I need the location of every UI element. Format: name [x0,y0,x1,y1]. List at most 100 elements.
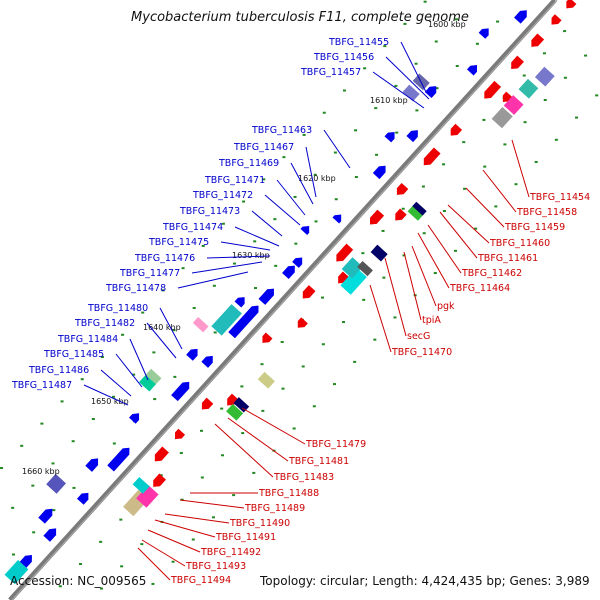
tick-mark [421,185,425,188]
gene-feature [138,374,157,392]
gene-feature [228,305,259,339]
tick-mark [494,205,498,208]
tick-mark [11,506,15,509]
tick-mark [321,343,325,346]
left-label-connector [385,56,430,100]
tick-mark [321,296,325,299]
tick-mark [575,116,579,119]
tick-mark [462,141,466,144]
tick-mark [294,242,298,245]
tick-mark [119,518,123,521]
gene-feature [369,209,385,225]
tick-mark [332,383,336,386]
tick-mark [252,471,256,474]
tick-mark [180,498,184,501]
tick-mark [293,195,297,198]
right-gene-label: TBFG_11479 [305,439,366,450]
right-label-connectors [137,139,530,581]
tick-mark [523,121,527,124]
tick-mark [260,363,264,366]
right-gene-label: secG [407,331,430,342]
tick-mark [112,395,116,398]
tick-mark [375,153,379,156]
right-gene-label: TBFG_11490 [229,518,290,529]
left-gene-label: TBFG_11477 [119,268,180,279]
gene-feature [145,368,162,385]
tick-mark [354,176,358,179]
map-title: Mycobacterium tuberculosis F11, complete… [131,10,469,25]
gene-feature [534,66,555,87]
tick-mark [394,84,398,87]
gene-feature [357,260,373,277]
gene-feature [412,201,427,216]
tick-mark [353,360,357,363]
tick-mark [80,378,84,381]
tick-mark [281,387,285,390]
tick-mark [240,385,244,388]
left-label-connectors [83,41,430,406]
tick-mark [58,585,62,588]
tick-mark [181,267,185,270]
gene-feature [395,208,407,221]
gene-feature [136,485,159,508]
tick-mark [282,156,286,159]
tick-mark [262,178,266,181]
tick-mark [434,40,438,43]
gene-feature [258,288,274,305]
tick-mark [292,427,296,430]
gene-feature [466,65,478,76]
tick-mark [72,486,76,489]
tick-mark [314,220,318,223]
left-label-connector [83,384,129,406]
gene-feature [511,55,524,70]
tick-mark [422,232,426,235]
gene-feature [370,244,388,262]
tick-mark [433,272,437,275]
tick-mark [362,298,366,301]
tick-mark [483,165,487,168]
tick-mark [334,198,338,201]
tick-mark [261,409,265,412]
left-label-connector [234,226,280,247]
tick-mark [242,200,246,203]
right-label-connector [147,529,201,553]
right-gene-label: TBFG_11493 [185,561,246,572]
tick-mark [403,22,407,25]
tick-mark [112,442,116,445]
tick-mark [563,30,567,33]
right-gene-label: TBFG_11491 [215,532,276,543]
gene-feature [192,316,209,333]
left-label-connector [372,71,425,109]
right-gene-label: TBFG_11462 [461,268,522,279]
tick-mark [463,187,467,190]
tick-mark [595,94,599,97]
right-gene-label: TBFG_11483 [273,472,334,483]
tick-mark [140,543,144,546]
gene-feature [340,267,367,295]
left-gene-labels: TBFG_11455TBFG_11456TBFG_11457TBFG_11463… [11,37,389,391]
left-gene-label: TBFG_11457 [300,67,361,78]
scale-label: 1650 kbp [91,397,129,406]
tick-mark [171,560,175,563]
tick-mark [121,333,125,336]
gene-feature [129,413,140,424]
tick-mark [31,484,35,487]
gene-feature [478,28,489,39]
right-label-connector [179,499,245,509]
right-gene-label: TBFG_11454 [529,192,590,203]
scale-label: 1630 kbp [232,251,270,260]
tick-mark [395,131,399,134]
tick-mark [454,249,458,252]
tick-mark [522,74,526,77]
right-label-connector [369,284,392,353]
tick-mark [200,429,204,432]
right-label-connector [439,211,478,259]
right-gene-label: TBFG_11481 [288,456,349,467]
tick-mark [322,111,326,114]
tick-mark [254,287,258,290]
left-gene-label: TBFG_11467 [233,142,294,153]
tick-mark [554,138,558,141]
tick-mark [78,563,82,566]
left-gene-label: TBFG_11455 [328,37,389,48]
right-label-connector [214,423,274,478]
